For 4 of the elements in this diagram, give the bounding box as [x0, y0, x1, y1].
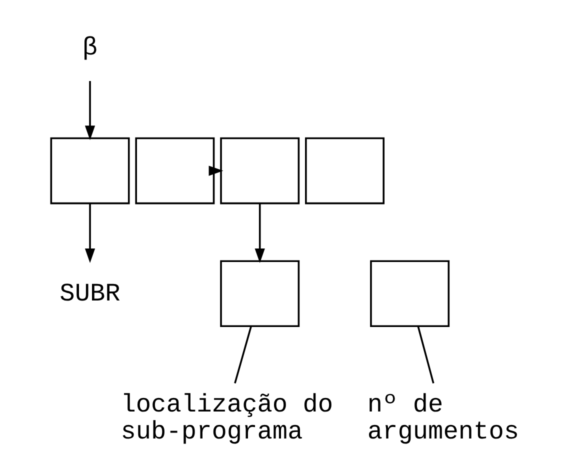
node-text: nº de argumentos — [367, 390, 520, 447]
node-text: β — [82, 34, 98, 63]
node-text: SUBR — [60, 279, 120, 308]
node-text: localização do sub-programa — [120, 390, 334, 447]
